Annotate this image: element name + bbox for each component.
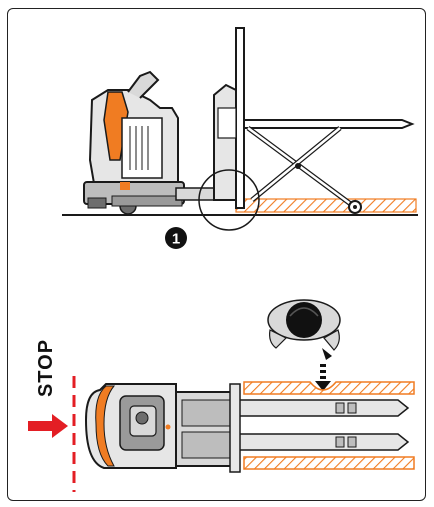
detail-circle	[198, 169, 260, 231]
raised-forks	[243, 119, 415, 129]
diagram-frame	[7, 8, 426, 501]
lift-mast	[213, 27, 245, 209]
hazard-zone-top-upper	[243, 381, 415, 395]
right-arrow-icon	[28, 414, 68, 438]
truck-top-body	[84, 383, 241, 473]
truck-side-body	[83, 70, 185, 215]
step-number-badge-icon: 1	[165, 227, 187, 249]
top-view: STOP	[28, 299, 415, 492]
stop-label: STOP	[35, 339, 57, 397]
step-badge-number: 1	[172, 231, 180, 248]
hazard-zone-side	[235, 198, 417, 213]
person-top-view-icon	[267, 299, 341, 360]
forks-top	[237, 399, 410, 451]
dashed-down-arrow-icon	[315, 364, 331, 391]
scissor-arms	[246, 125, 362, 214]
chassis-bar	[175, 187, 217, 201]
side-view: 1	[62, 27, 418, 249]
hazard-zone-top-lower	[243, 456, 415, 470]
